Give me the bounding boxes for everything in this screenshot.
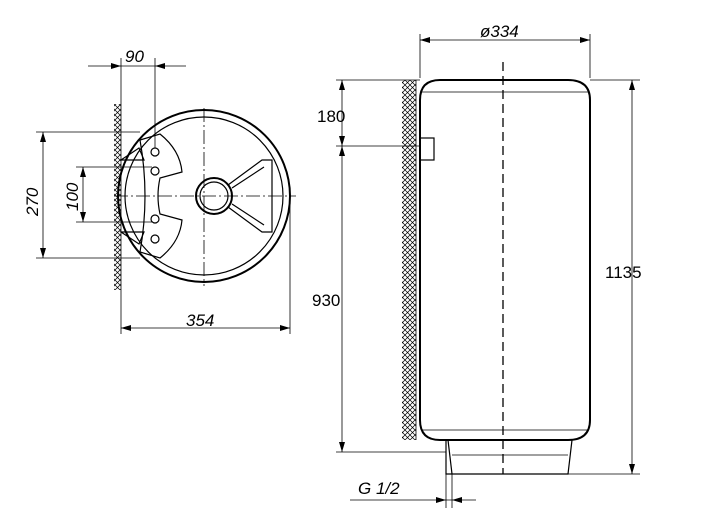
dim-lower-height-label: 930 [312, 291, 340, 310]
top-view: 90 270 100 354 [23, 47, 296, 334]
dim-width-label: 354 [186, 311, 214, 330]
inlet-hole-mid-upper [150, 166, 160, 176]
bottom-skirt [447, 439, 573, 475]
inlet-hole-lower [150, 234, 160, 244]
side-view: ø334 180 930 1135 G 1/2 [312, 22, 642, 508]
dim-spacing-label: 100 [63, 182, 82, 211]
inlet-pipe [419, 137, 435, 161]
side-view-wall-hatch [402, 80, 416, 440]
inlet-hole-upper [150, 147, 160, 157]
dim-offset-label: 90 [125, 47, 144, 66]
dim-total-height-label: 1135 [605, 263, 642, 282]
dim-top-offset-label: 180 [317, 107, 345, 126]
dim-diameter-label: ø334 [480, 22, 519, 41]
dim-thread-label: G 1/2 [358, 479, 400, 498]
inlet-hole-mid-lower [150, 214, 160, 224]
mounting-plate [139, 133, 183, 259]
dim-height-label: 270 [23, 187, 42, 217]
tank-body [419, 79, 591, 441]
